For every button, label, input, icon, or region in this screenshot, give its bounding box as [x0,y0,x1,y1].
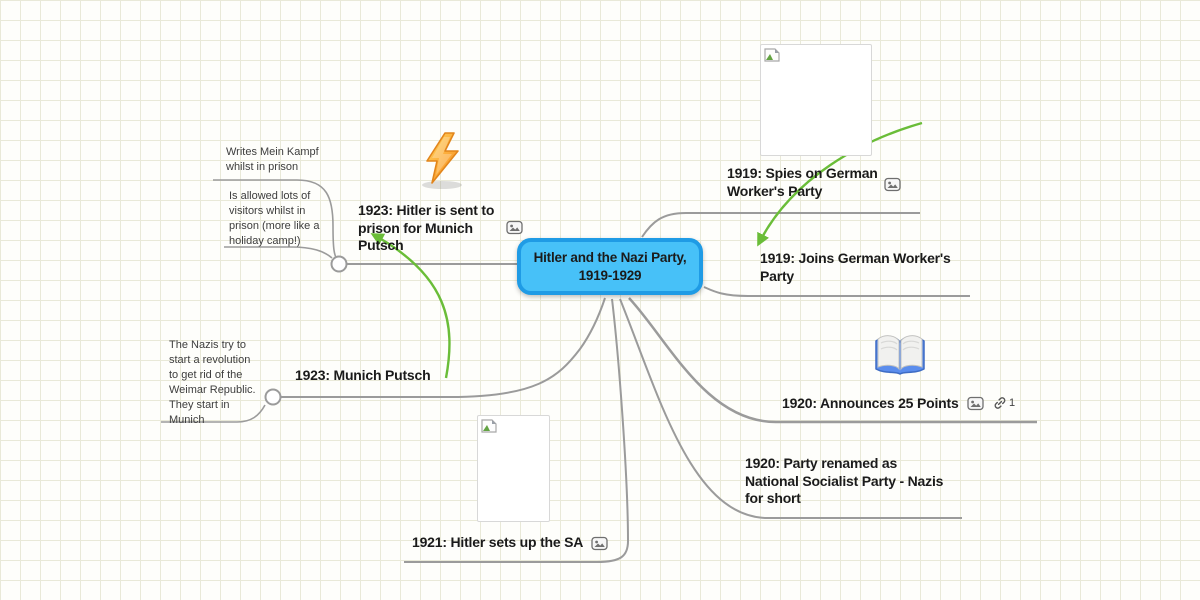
branch-spies [641,212,920,238]
branch-announces [628,297,1037,424]
announces-image-icon[interactable] [967,396,984,411]
note-visitors[interactable]: Is allowed lots of visitors whilst in pr… [229,190,320,247]
note-line-revolution [161,404,266,423]
note-line-mein-kampf [213,179,339,261]
node-anchor-munich[interactable] [264,388,282,406]
relationship-arrow-munich-to-prison[interactable] [370,233,451,379]
broken-image-icon [481,419,497,433]
node-prison[interactable]: 1923: Hitler is sent to prison for Munic… [358,202,495,253]
root-node[interactable]: Hitler and the Nazi Party, 1919-1929 [517,238,703,295]
open-book-icon[interactable] [873,329,927,377]
node-announces[interactable]: 1920: Announces 25 Points [782,395,959,411]
note-mein-kampf[interactable]: Writes Mein Kampf whilst in prison [226,146,319,173]
node-renamed[interactable]: 1920: Party renamed as National Socialis… [745,455,944,506]
note-line-visitors [224,246,333,259]
branch-munich [281,297,606,398]
sa-image-icon[interactable] [591,536,608,551]
branch-joins [703,286,970,297]
node-munich[interactable]: 1923: Munich Putsch [295,367,431,383]
spies-image-attachment[interactable] [760,44,872,156]
node-spies[interactable]: 1919: Spies on German Worker's Party [727,165,878,199]
root-node-label: Hitler and the Nazi Party, 1919-1929 [533,249,687,283]
announces-link-count: 1 [1009,397,1016,409]
relationship-arrow-spies-to-joins[interactable] [757,121,923,247]
spies-image-icon[interactable] [884,177,901,192]
prison-image-icon[interactable] [506,220,523,235]
node-joins[interactable]: 1919: Joins German Worker's Party [760,250,951,284]
sa-image-attachment[interactable] [477,415,550,522]
note-revolution[interactable]: The Nazis try to start a revolution to g… [169,339,256,426]
branch-renamed [619,298,962,519]
branch-sa [404,298,630,563]
node-sa[interactable]: 1921: Hitler sets up the SA [412,534,584,550]
broken-image-icon [764,48,780,62]
node-anchor-prison[interactable] [330,255,348,273]
announces-link-icon[interactable] [993,396,1007,410]
lightning-icon[interactable] [420,131,464,189]
